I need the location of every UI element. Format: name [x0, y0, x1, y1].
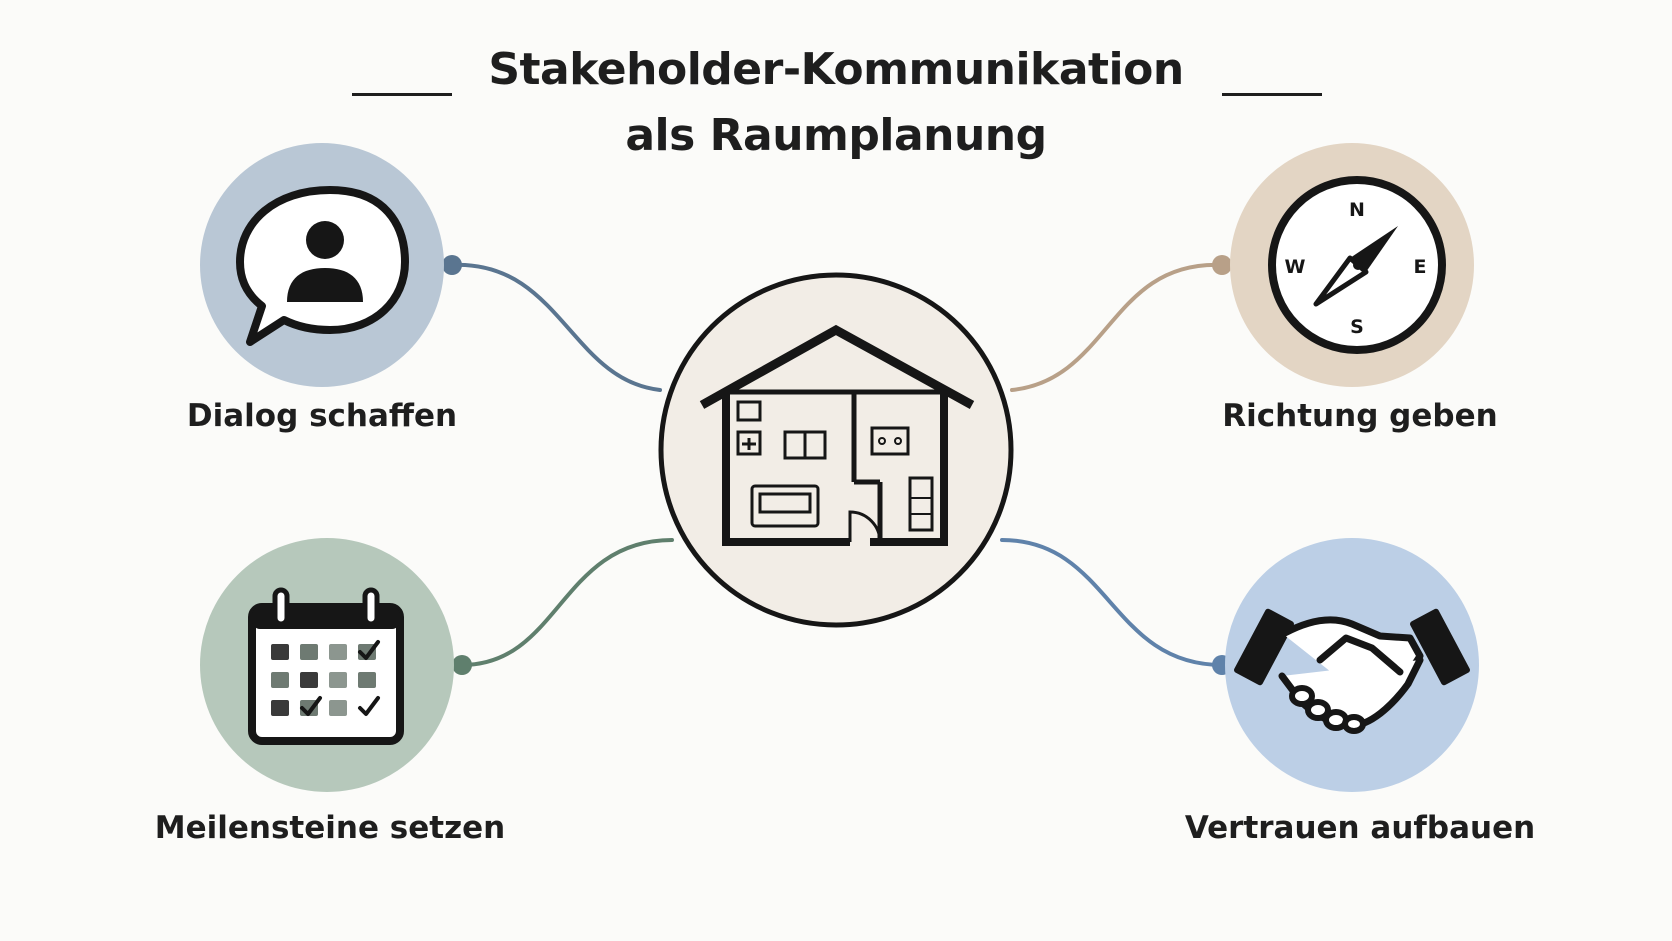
speech-bubble-person-icon [236, 186, 409, 346]
label-richtung-geben: Richtung geben [1222, 398, 1498, 434]
label-meilensteine-setzen: Meilensteine setzen [154, 810, 506, 846]
connector-meilensteine [460, 538, 674, 667]
house-floorplan-icon [699, 324, 975, 546]
connector-vertrauen [1000, 538, 1224, 667]
connector-dot-richtung [1212, 255, 1232, 275]
handshake-icon [1234, 608, 1470, 734]
compass-letter-w: W [1285, 256, 1306, 278]
diagram-title-line-1: Stakeholder-Kommunikation [488, 44, 1184, 95]
connector-dialog [450, 262, 662, 392]
diagram-title-line-2: als Raumplanung [625, 110, 1047, 161]
label-vertrauen-aufbauen: Vertrauen aufbauen [1184, 810, 1536, 846]
connector-dot-dialog [442, 255, 462, 275]
compass-letter-e: E [1414, 256, 1427, 278]
node-circle-center [658, 272, 1014, 628]
title-rule-right [1222, 93, 1322, 96]
connector-richtung [1010, 262, 1224, 392]
label-dialog-schaffen: Dialog schaffen [186, 398, 458, 434]
compass-icon: N S W E [1268, 176, 1446, 354]
calendar-icon [248, 587, 404, 745]
connector-dot-meilensteine [452, 655, 472, 675]
compass-letter-s: S [1350, 316, 1364, 338]
title-rule-left [352, 93, 452, 96]
compass-letter-n: N [1349, 199, 1365, 221]
